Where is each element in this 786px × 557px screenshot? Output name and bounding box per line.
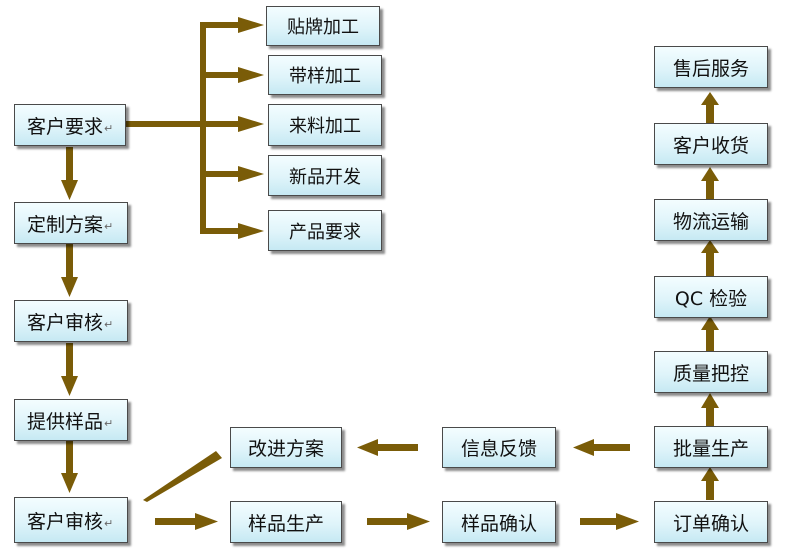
new-product-dev-box[interactable]: 新品开发 — [268, 155, 382, 196]
sample-processing-label: 带样加工 — [289, 66, 361, 87]
mass-production-box[interactable]: 批量生产 — [654, 426, 768, 468]
branch-head-4 — [238, 166, 264, 182]
right-shaft-3 — [580, 518, 618, 525]
down-shaft-4 — [66, 441, 73, 476]
order-confirmation-label: 订单确认 — [672, 512, 749, 535]
quality-control-box[interactable]: 质量把控 — [654, 351, 768, 393]
down-head-1 — [61, 180, 78, 200]
down-shaft-2 — [66, 243, 73, 280]
up-head-5 — [701, 167, 719, 181]
left-shaft-2 — [376, 444, 418, 451]
qc-inspection-box[interactable]: QC 检验 — [654, 276, 768, 318]
return-mark: ↵ — [104, 121, 114, 135]
customer-receipt-label: 客户收货 — [672, 134, 749, 157]
branch-shaft-5 — [200, 228, 244, 234]
oem-labeling-box[interactable]: 贴牌加工 — [266, 6, 380, 46]
customer-review-1-label: 客户审核 — [27, 311, 104, 334]
branch-shaft-3 — [200, 121, 244, 127]
qc-inspection-label: QC 检验 — [674, 287, 748, 310]
custom-plan-box[interactable]: 定制方案↵ — [14, 202, 128, 244]
custom-plan-label: 定制方案 — [27, 213, 104, 236]
oem-labeling-label: 贴牌加工 — [287, 17, 359, 38]
provide-samples-box[interactable]: 提供样品↵ — [14, 399, 128, 441]
branch-head-3 — [238, 116, 264, 132]
down-shaft-1 — [66, 147, 73, 183]
sample-confirmation-label: 样品确认 — [460, 512, 537, 535]
after-sales-box[interactable]: 售后服务 — [654, 46, 768, 88]
up-head-2 — [701, 393, 719, 408]
left-head-2 — [357, 439, 378, 456]
right-shaft-1 — [155, 518, 197, 525]
improvement-plan-box[interactable]: 改进方案 — [230, 427, 342, 468]
branch-head-2 — [238, 67, 264, 83]
feedback-box[interactable]: 信息反馈 — [442, 427, 556, 468]
up-head-6 — [701, 92, 719, 105]
after-sales-label: 售后服务 — [672, 57, 749, 80]
up-shaft-4 — [706, 251, 714, 276]
mass-production-label: 批量生产 — [672, 437, 749, 460]
up-head-3 — [701, 316, 719, 330]
provide-samples-label: 提供样品 — [27, 410, 104, 433]
improvement-plan-label: 改进方案 — [247, 438, 324, 460]
down-head-2 — [61, 277, 78, 297]
sample-production-box[interactable]: 样品生产 — [230, 501, 342, 543]
down-head-3 — [61, 376, 78, 396]
up-shaft-1 — [706, 479, 714, 500]
right-head-1 — [195, 513, 218, 530]
bracket-spine — [200, 22, 206, 234]
up-head-1 — [701, 467, 719, 481]
sample-processing-box[interactable]: 带样加工 — [268, 55, 382, 95]
down-head-4 — [61, 473, 78, 493]
material-processing-label: 来料加工 — [289, 116, 361, 137]
right-shaft-2 — [367, 518, 409, 525]
up-shaft-2 — [706, 406, 714, 428]
feedback-label: 信息反馈 — [460, 438, 537, 460]
quality-control-label: 质量把控 — [672, 362, 749, 385]
customer-receipt-box[interactable]: 客户收货 — [654, 123, 768, 165]
return-mark: ↵ — [104, 416, 114, 430]
right-head-2 — [407, 513, 430, 530]
up-shaft-5 — [706, 179, 714, 201]
customer-request-label: 客户要求 — [27, 115, 104, 138]
order-confirmation-box[interactable]: 订单确认 — [654, 501, 768, 543]
branch-head-5 — [238, 223, 264, 239]
sample-production-label: 样品生产 — [247, 512, 324, 535]
right-head-3 — [616, 513, 639, 530]
bracket-stem — [126, 121, 206, 127]
branch-shaft-2 — [200, 72, 244, 78]
down-shaft-3 — [66, 343, 73, 379]
up-head-4 — [701, 240, 719, 253]
product-requirements-label: 产品要求 — [289, 221, 361, 243]
return-mark: ↵ — [104, 219, 114, 233]
product-requirements-box[interactable]: 产品要求 — [268, 210, 382, 251]
left-shaft-1 — [592, 444, 630, 451]
branch-shaft-1 — [200, 22, 244, 28]
branch-head-1 — [238, 17, 264, 33]
return-mark: ↵ — [104, 516, 114, 530]
left-head-1 — [573, 439, 594, 456]
return-mark: ↵ — [104, 317, 114, 331]
logistics-label: 物流运输 — [672, 210, 749, 233]
diagonal-arrow — [143, 451, 222, 502]
sample-confirmation-box[interactable]: 样品确认 — [442, 501, 556, 543]
customer-review-2-label: 客户审核 — [27, 510, 104, 533]
up-shaft-3 — [706, 328, 714, 351]
customer-review-2-box[interactable]: 客户审核↵ — [14, 497, 128, 543]
up-shaft-6 — [706, 103, 714, 123]
new-product-dev-label: 新品开发 — [289, 166, 361, 188]
logistics-box[interactable]: 物流运输 — [654, 199, 768, 241]
branch-shaft-4 — [200, 171, 244, 177]
customer-request-box[interactable]: 客户要求↵ — [14, 104, 126, 146]
customer-review-1-box[interactable]: 客户审核↵ — [14, 300, 128, 342]
material-processing-box[interactable]: 来料加工 — [268, 104, 382, 146]
